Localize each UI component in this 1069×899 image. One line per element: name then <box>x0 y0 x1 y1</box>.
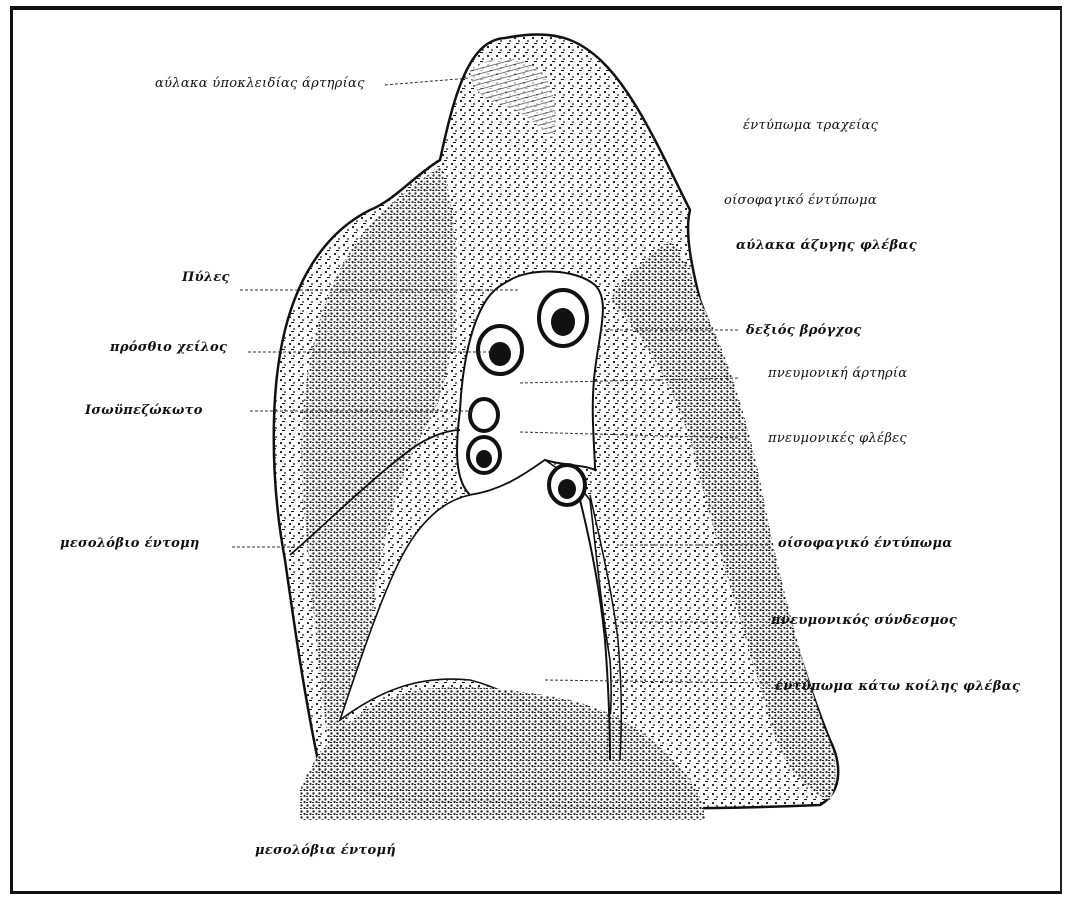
pulmonary-vein-lower-inner <box>476 450 492 468</box>
inferior-vessel-inner <box>558 479 576 499</box>
label-interlobar-fissure-left: μεσολόβιο έντομη <box>60 536 200 551</box>
right-bronchus-inner <box>551 308 575 336</box>
label-interlobar-fissure-bottom: μεσολόβια έντομή <box>255 843 396 858</box>
label-ivc-impression: έντύπωμα κάτω κοίλης φλέβας <box>775 679 1020 694</box>
pulmonary-artery-inner <box>489 342 511 366</box>
label-azygos-vein-groove: αύλακα άζυγης φλέβας <box>736 238 917 253</box>
label-right-bronchus: δεξιός βρόγχος <box>746 323 862 338</box>
pulmonary-vein-upper <box>470 399 498 431</box>
label-hilum: Πύλες <box>182 270 230 285</box>
label-esophageal-impression-lower: οίσοφαγικό έντύπωμα <box>778 536 953 551</box>
label-pulmonary-artery: πνευμονική άρτηρία <box>768 366 907 381</box>
label-pulmonary-veins: πνευμονικές φλέβες <box>768 431 907 446</box>
label-pulmonary-ligament: πνευμονικός σύνδεσμος <box>771 613 957 628</box>
label-anterior-border: πρόσθιο χείλος <box>110 340 227 355</box>
label-visceral-pleura: Ισωϋπεζώκωτο <box>85 403 203 418</box>
label-tracheal-impression: έντύπωμα τραχείας <box>743 118 878 133</box>
label-subclavian-artery-sulcus: αύλακα ύποκλειδίας άρτηρίας <box>155 76 365 91</box>
label-esophageal-impression-upper: οίσοφαγικό έντύπωμα <box>724 193 877 208</box>
